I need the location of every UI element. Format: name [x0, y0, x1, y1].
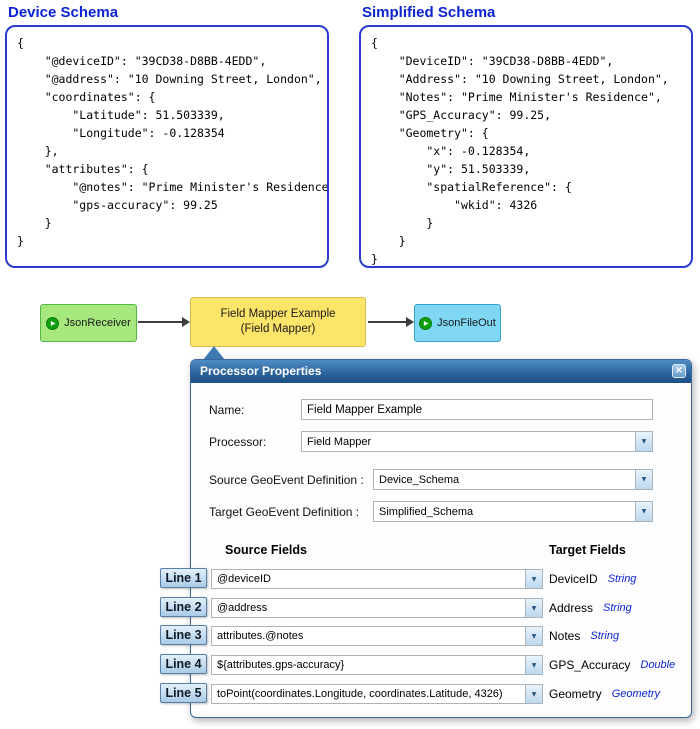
- target-field-type-1: String: [607, 573, 637, 585]
- dialog-title: Processor Properties: [191, 360, 691, 383]
- target-field-name-3: Notes: [549, 629, 581, 643]
- source-fields-header: Source Fields: [225, 543, 307, 557]
- chevron-down-icon[interactable]: ▼: [635, 470, 652, 489]
- target-field-2: Address String: [549, 600, 632, 616]
- line-1-badge: Line 1: [160, 568, 207, 588]
- line-5-badge: Line 5: [160, 683, 207, 703]
- processor-label: Processor:: [209, 435, 267, 449]
- chevron-down-icon[interactable]: ▼: [635, 432, 652, 451]
- target-field-1: DeviceID String: [549, 571, 636, 587]
- chevron-down-icon[interactable]: ▼: [525, 627, 542, 645]
- source-field-combobox-2[interactable]: @address ▼: [211, 598, 543, 618]
- source-field-combobox-1[interactable]: @deviceID ▼: [211, 569, 543, 589]
- target-field-name-5: Geometry: [549, 687, 602, 701]
- source-field-value-4: ${attributes.gps-accuracy}: [217, 659, 345, 671]
- line-3-badge: Line 3: [160, 625, 207, 645]
- json-receiver-label: JsonReceiver: [64, 317, 131, 329]
- target-field-type-2: String: [603, 602, 632, 614]
- source-definition-combobox[interactable]: Device_Schema ▼: [373, 469, 653, 490]
- target-field-type-5: Geometry: [611, 688, 660, 700]
- chevron-down-icon[interactable]: ▼: [525, 599, 542, 617]
- source-definition-label: Source GeoEvent Definition :: [209, 473, 364, 487]
- target-definition-label: Target GeoEvent Definition :: [209, 505, 360, 519]
- source-field-value-3: attributes.@notes: [217, 630, 304, 642]
- device-schema-title: Device Schema: [8, 4, 119, 21]
- play-icon: ▶: [419, 316, 433, 330]
- simplified-schema-code: { "DeviceID": "39CD38-D8BB-4EDD", "Addre…: [359, 25, 693, 268]
- target-field-name-1: DeviceID: [549, 572, 598, 586]
- field-mapper-node-subtitle: (Field Mapper): [240, 323, 316, 335]
- close-icon[interactable]: ×: [672, 364, 686, 378]
- simplified-schema-title: Simplified Schema: [362, 4, 496, 21]
- source-definition-value: Device_Schema: [379, 473, 460, 486]
- flow-arrow-1-line: [138, 321, 182, 323]
- chevron-down-icon[interactable]: ▼: [525, 685, 542, 703]
- field-mapper-node-title: Field Mapper Example: [220, 308, 336, 320]
- target-fields-header: Target Fields: [549, 543, 626, 557]
- chevron-down-icon[interactable]: ▼: [525, 656, 542, 674]
- dialog-callout-pointer: [203, 346, 225, 360]
- flow-node-json-file-out[interactable]: ▶ JsonFileOut: [414, 304, 501, 342]
- line-4-badge: Line 4: [160, 654, 207, 674]
- target-field-name-4: GPS_Accuracy: [549, 658, 631, 672]
- target-definition-combobox[interactable]: Simplified_Schema ▼: [373, 501, 653, 522]
- target-field-type-3: String: [590, 630, 620, 642]
- name-input[interactable]: [301, 399, 653, 420]
- target-field-name-2: Address: [549, 601, 594, 615]
- target-field-type-4: Double: [640, 659, 676, 671]
- processor-combobox[interactable]: Field Mapper ▼: [301, 431, 653, 452]
- json-file-out-label: JsonFileOut: [437, 317, 496, 329]
- flow-node-json-receiver[interactable]: ▶ JsonReceiver: [40, 304, 137, 342]
- target-field-3: Notes String: [549, 628, 619, 644]
- target-definition-value: Simplified_Schema: [379, 505, 474, 518]
- source-field-value-1: @deviceID: [217, 573, 271, 585]
- play-icon: ▶: [46, 316, 60, 330]
- chevron-down-icon[interactable]: ▼: [635, 502, 652, 521]
- line-2-badge: Line 2: [160, 597, 207, 617]
- name-label: Name:: [209, 403, 245, 417]
- processor-properties-dialog: Processor Properties × Name: Processor: …: [190, 359, 692, 718]
- target-field-4: GPS_Accuracy Double: [549, 657, 675, 673]
- processor-value: Field Mapper: [307, 435, 372, 448]
- device-schema-code: { "@deviceID": "39CD38-D8BB-4EDD", "@add…: [5, 25, 329, 268]
- flow-node-field-mapper[interactable]: Field Mapper Example (Field Mapper): [190, 297, 366, 347]
- flow-arrow-1-head: [182, 317, 190, 327]
- chevron-down-icon[interactable]: ▼: [525, 570, 542, 588]
- source-field-combobox-3[interactable]: attributes.@notes ▼: [211, 626, 543, 646]
- source-field-combobox-5[interactable]: toPoint(coordinates.Longitude, coordinat…: [211, 684, 543, 704]
- flow-arrow-2-head: [406, 317, 414, 327]
- source-field-value-2: @address: [217, 602, 268, 614]
- source-field-combobox-4[interactable]: ${attributes.gps-accuracy} ▼: [211, 655, 543, 675]
- target-field-5: Geometry Geometry: [549, 686, 660, 702]
- source-field-value-5: toPoint(coordinates.Longitude, coordinat…: [217, 688, 503, 700]
- flow-arrow-2-line: [368, 321, 406, 323]
